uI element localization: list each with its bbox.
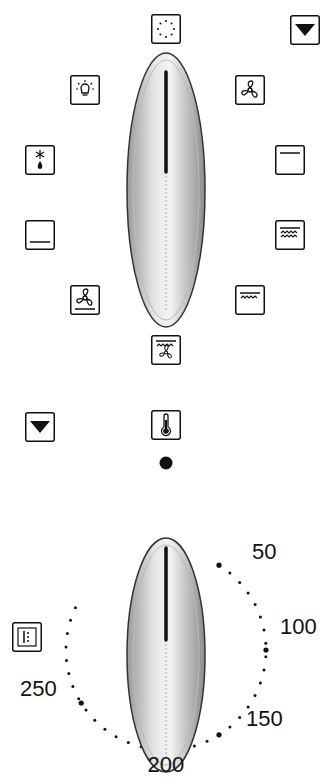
scale-dot xyxy=(85,709,88,712)
temperature-knob xyxy=(127,538,205,772)
scale-mark xyxy=(263,647,268,652)
scale-mark xyxy=(216,563,221,568)
temperature-label: 100 xyxy=(280,616,317,638)
scale-dot xyxy=(247,591,250,594)
scale-dot xyxy=(67,672,70,675)
temperature-label: 250 xyxy=(20,678,57,700)
scale-dot xyxy=(74,606,77,609)
scale-dot xyxy=(69,619,72,622)
lamp-position-icon xyxy=(13,623,42,652)
scale-dot xyxy=(264,642,267,645)
scale-dot xyxy=(263,669,266,672)
lamp-icon xyxy=(71,76,100,105)
scale-dot xyxy=(66,632,69,635)
scale-dot xyxy=(71,685,74,688)
scale-dot xyxy=(264,655,267,658)
scale-dot xyxy=(263,628,266,631)
scale-dot xyxy=(77,697,80,700)
scale-mark xyxy=(216,732,221,737)
scale-dot xyxy=(206,740,209,743)
fan-bottom-heat-icon xyxy=(71,286,100,315)
temperature-indicator xyxy=(160,457,173,470)
full-grill-icon xyxy=(276,221,305,250)
temperature-label: 150 xyxy=(246,708,283,730)
defrost-icon xyxy=(26,146,55,175)
scale-dot xyxy=(115,735,118,738)
dotted-circle-icon xyxy=(152,15,181,44)
scale-dot xyxy=(65,659,68,662)
scale-dot xyxy=(228,725,231,728)
grill-icon xyxy=(236,286,265,315)
scale-dot xyxy=(103,728,106,731)
scale-mark xyxy=(79,700,84,705)
scale-dot xyxy=(127,741,130,744)
scale-dot xyxy=(238,716,241,719)
temperature-label: 50 xyxy=(252,541,276,563)
scale-dot xyxy=(228,572,231,575)
fan-icon xyxy=(236,76,265,105)
function-knob xyxy=(127,53,205,327)
arrow-icon xyxy=(291,16,320,45)
scale-dot xyxy=(238,581,241,584)
thermometer-icon xyxy=(152,411,181,440)
bottom-heat-icon xyxy=(26,221,55,250)
scale-dot xyxy=(93,719,96,722)
scale-dot xyxy=(65,645,68,648)
scale-dot xyxy=(254,694,257,697)
scale-dot xyxy=(193,744,196,747)
fan-grill-icon xyxy=(152,336,181,365)
temperature-label: 200 xyxy=(148,754,185,776)
scale-dot xyxy=(259,682,262,685)
top-heat-icon xyxy=(276,146,305,175)
arrow-icon xyxy=(26,413,55,442)
scale-dot xyxy=(254,603,257,606)
scale-dot xyxy=(259,615,262,618)
